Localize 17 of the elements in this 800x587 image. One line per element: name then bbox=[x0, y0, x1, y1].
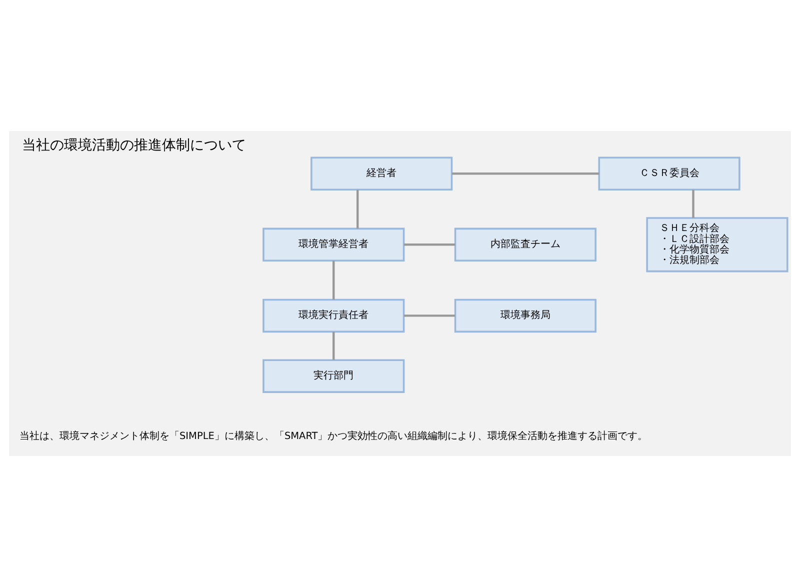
connector bbox=[332, 332, 335, 360]
connector bbox=[404, 244, 456, 246]
node-box: 内部監査チーム bbox=[454, 228, 596, 262]
connector bbox=[404, 314, 456, 317]
node-box: 実行部門 bbox=[262, 359, 405, 393]
node-box: ＣＳＲ委員会 bbox=[598, 156, 740, 190]
diagram-title: 当社の環境活動の推進体制について bbox=[22, 137, 246, 154]
connector bbox=[692, 190, 694, 218]
node-box: 環境事務局 bbox=[454, 298, 596, 333]
node-box: 環境管掌経営者 bbox=[262, 228, 405, 262]
connector bbox=[356, 190, 359, 229]
caption: 当社は、環境マネジメント体制を「SIMPLE」に構築し、「SMART」かつ実効性の高い組織編制により、環境保全活動を推進する計画です。 bbox=[20, 430, 648, 442]
node-box: 環境実行責任者 bbox=[262, 298, 405, 333]
node-box: ＳＨＥ分科会 ・ＬＣ設計部会 ・化学物質部会 ・法規制部会 bbox=[646, 217, 788, 272]
node-box: 経営者 bbox=[310, 156, 453, 190]
connector bbox=[452, 172, 600, 175]
connector bbox=[332, 260, 335, 300]
